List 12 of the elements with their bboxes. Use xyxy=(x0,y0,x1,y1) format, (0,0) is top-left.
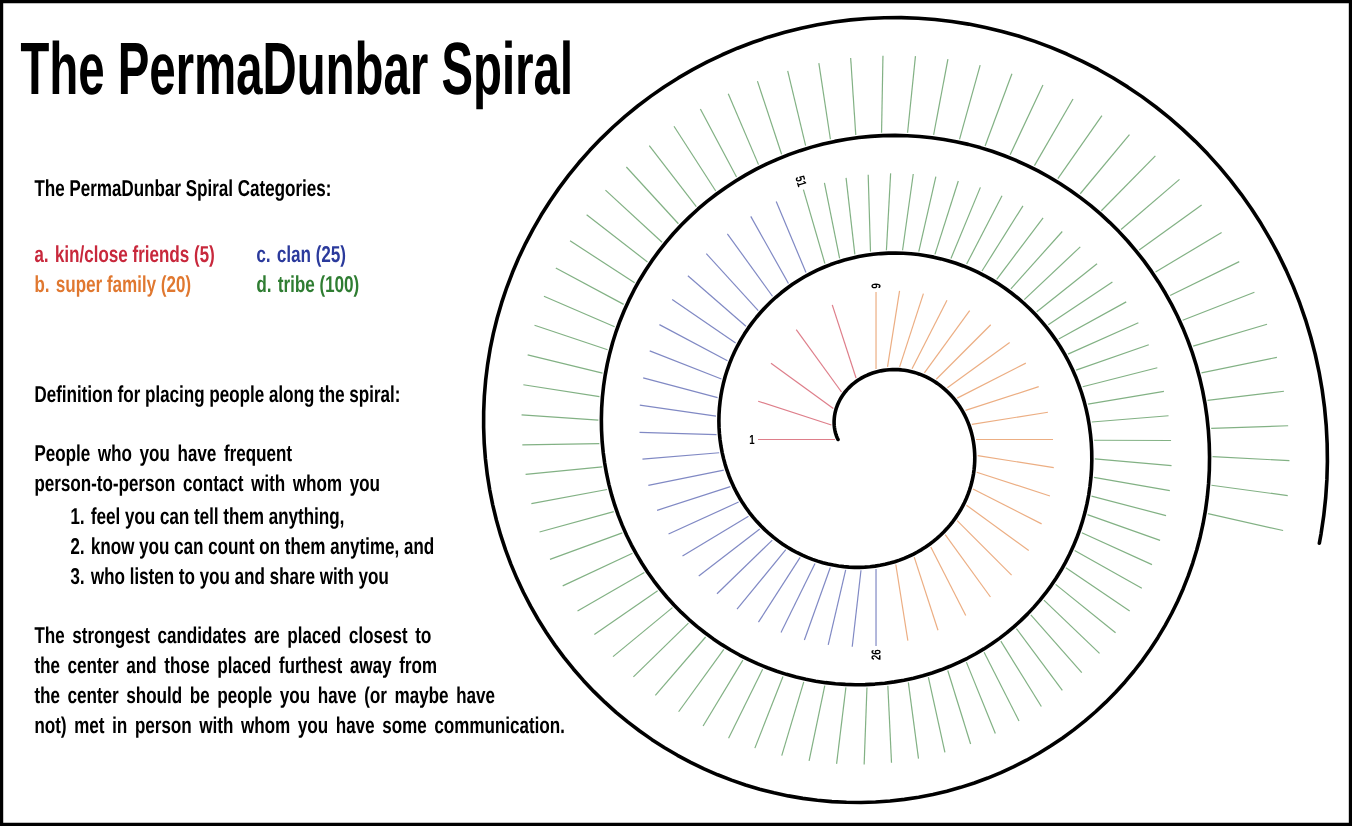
legend-entry: d. tribe (100) xyxy=(257,275,359,297)
title: The PermaDunbar Spiral xyxy=(20,40,570,110)
heading: The PermaDunbar Spiral Categories: xyxy=(34,179,330,201)
list-item: 2. know you can count on them anytime, and xyxy=(71,537,434,559)
heading: Definition for placing people along the spiral: xyxy=(35,385,399,407)
list-item: 1. feel you can tell them anything, xyxy=(71,507,344,529)
legend-entry: b. super family (20) xyxy=(35,275,191,297)
paragraph: People who you have frequent person-to-person contact with whom you xyxy=(35,444,379,496)
legend-entry: c. clan (25) xyxy=(257,245,346,267)
legend-entry: a. kin/close friends (5) xyxy=(34,245,214,267)
list-item: 3. who listen to you and share with you xyxy=(70,567,388,589)
paragraph: The strongest candidates are placed closest to the center and those placed furthest away from the center should be people you have (or maybe have not) met in person with whom you have some communication. xyxy=(34,626,564,738)
